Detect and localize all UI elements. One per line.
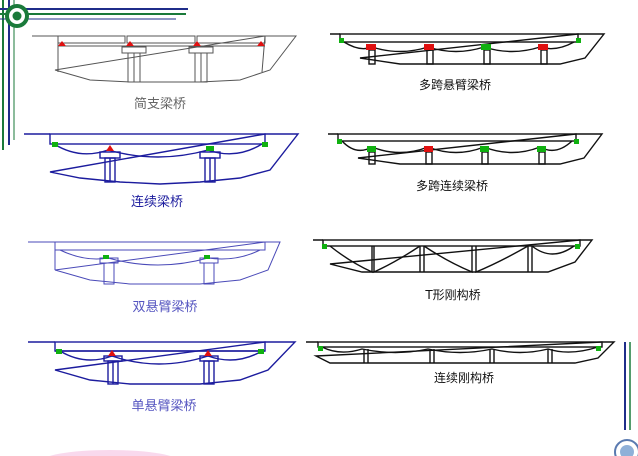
bearings-single-cantilever — [56, 349, 264, 356]
frame-arch-4 — [475, 245, 529, 274]
valley-outline — [313, 239, 594, 273]
deck — [337, 133, 577, 142]
valley-outline — [330, 33, 606, 65]
girder-soffit — [321, 346, 599, 354]
label-double-cantilever: 双悬臂梁桥 — [132, 300, 197, 315]
pier-4 — [540, 49, 548, 65]
bridge-simple-span — [32, 35, 298, 83]
valley-outline — [306, 341, 616, 364]
pier-cap-1 — [121, 46, 147, 54]
bearings-multi-cantilever — [339, 38, 581, 50]
right-edge-decoration — [624, 342, 631, 430]
label-continuous-rigid-frame: 连续刚构桥 — [434, 370, 494, 385]
bearings-continuous-rigid-frame — [318, 346, 601, 351]
deck — [49, 133, 266, 145]
girder-soffit-3 — [207, 350, 263, 361]
bridge-continuous-rigid-frame — [306, 341, 616, 364]
deck-span-1 — [57, 35, 126, 44]
label-simple-span: 简支梁桥 — [134, 96, 186, 112]
pier-1 — [368, 151, 376, 165]
girder-soffit-2 — [111, 355, 209, 365]
bridge-t-rigid-frame — [313, 239, 594, 274]
pink-blob-decoration — [49, 450, 171, 456]
pier-4 — [538, 151, 546, 165]
bearings-double-cantilever — [103, 255, 210, 259]
girder-soffit-1 — [59, 350, 113, 361]
girder-soffit — [53, 143, 263, 158]
corner-decoration — [0, 0, 188, 150]
pier-2 — [203, 262, 215, 285]
label-multi-continuous: 多跨连续梁桥 — [416, 178, 488, 193]
deck — [322, 239, 581, 247]
label-multi-cantilever: 多跨悬臂梁桥 — [419, 77, 491, 92]
pier-1 — [103, 262, 115, 285]
label-continuous: 连续梁桥 — [131, 194, 183, 210]
pier-2 — [425, 151, 433, 165]
circle-logo-icon — [5, 4, 29, 28]
label-t-rigid-frame: T形刚构桥 — [424, 287, 480, 302]
pier-2 — [426, 49, 434, 65]
girder-soffit — [59, 249, 261, 266]
valley-outline — [24, 133, 300, 185]
deck — [317, 341, 603, 348]
frame-arch-1 — [329, 245, 373, 274]
frame-arch-3 — [423, 245, 473, 274]
bridge-double-cantilever — [28, 241, 281, 285]
deck-span-2 — [126, 35, 196, 44]
bearings-simple-span — [58, 41, 265, 46]
school-badge-icon — [614, 439, 638, 456]
valley-outline — [328, 133, 604, 165]
bridge-continuous — [24, 133, 300, 185]
bearings-t-rigid-frame — [322, 244, 580, 249]
pier-3 — [483, 49, 491, 65]
valley-outline — [28, 341, 297, 385]
label-single-cantilever: 单悬臂梁桥 — [131, 399, 196, 414]
bearings-multi-continuous — [337, 139, 579, 152]
bridge-single-cantilever — [28, 341, 297, 385]
frame-arch-5 — [531, 245, 575, 255]
pier-3 — [481, 151, 489, 165]
frame-arch-2 — [373, 245, 421, 274]
valley-outline — [28, 241, 281, 285]
bearings-continuous — [52, 142, 268, 151]
